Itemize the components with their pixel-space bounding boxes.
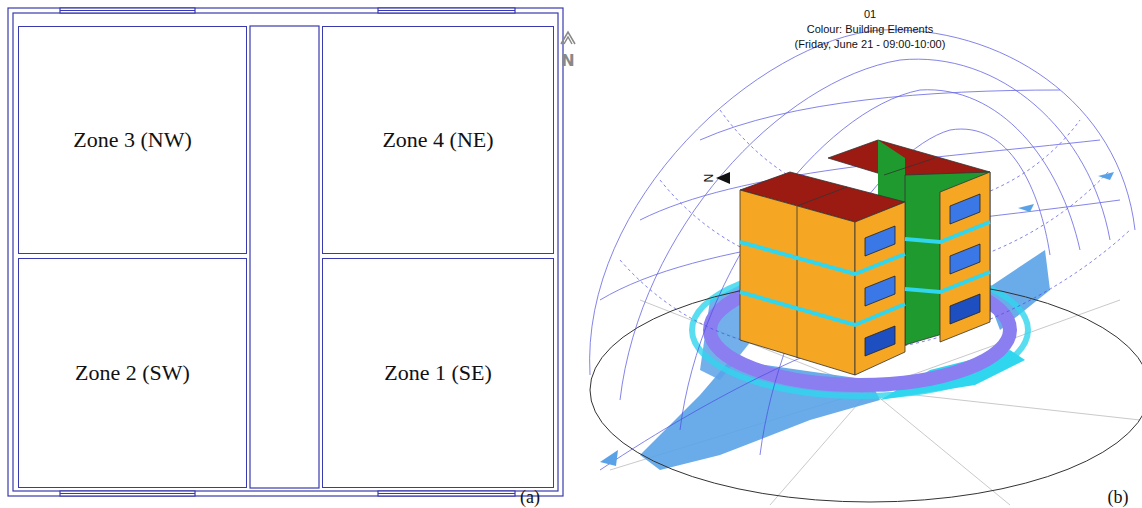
zone-room: Zone 1 (SE) bbox=[322, 258, 554, 488]
panel-label: (b) bbox=[1108, 487, 1129, 508]
panel-label: (a) bbox=[520, 487, 540, 508]
north-marker: N bbox=[701, 174, 715, 183]
zone-room: Zone 2 (SW) bbox=[18, 258, 247, 488]
zone-room: Zone 4 (NE) bbox=[322, 26, 554, 254]
zone-label: Zone 4 (NE) bbox=[382, 127, 493, 153]
colour-note: Colour: Building Elements bbox=[807, 23, 934, 35]
zone-label: Zone 3 (NW) bbox=[73, 127, 192, 153]
time-note: (Friday, June 21 - 09:00-10:00) bbox=[795, 38, 946, 50]
view-number: 01 bbox=[864, 8, 876, 20]
zone-label: Zone 1 (SE) bbox=[384, 360, 492, 386]
zone-label: Zone 2 (SW) bbox=[75, 360, 190, 386]
north-label: N bbox=[561, 51, 574, 70]
zone-room: Zone 3 (NW) bbox=[18, 26, 247, 254]
